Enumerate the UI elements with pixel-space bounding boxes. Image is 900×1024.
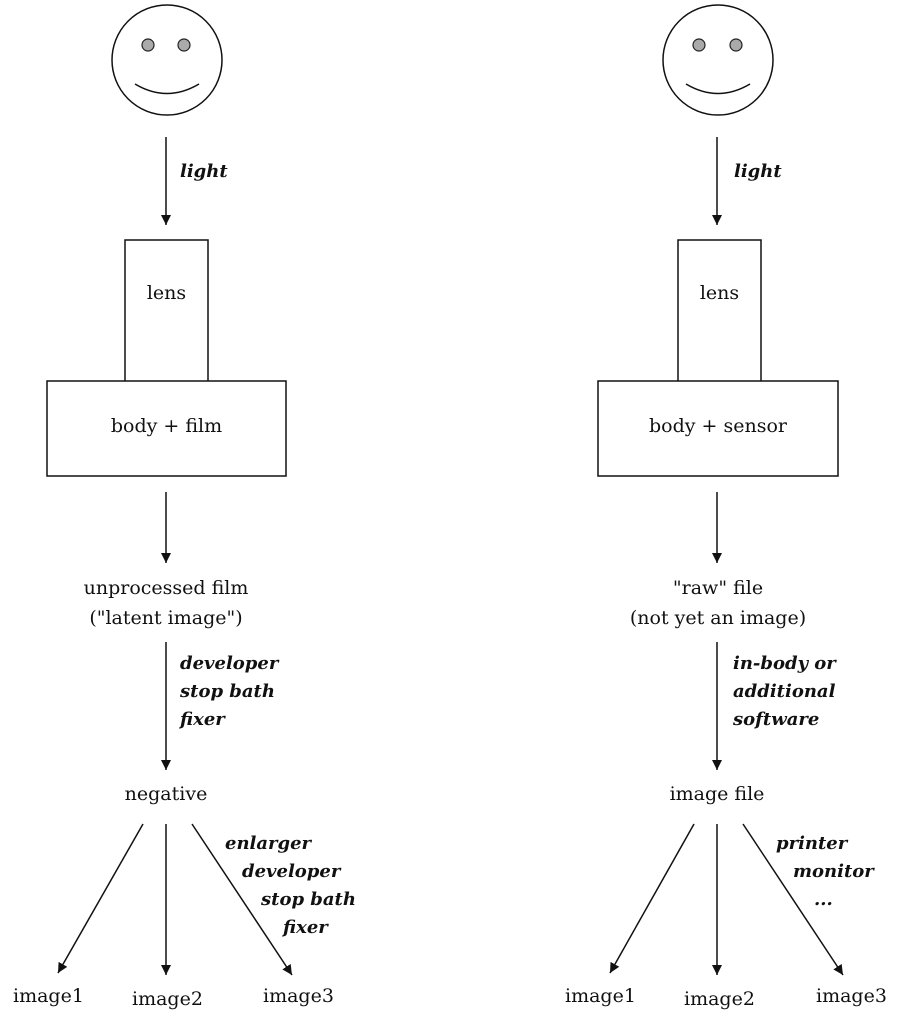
digital-image3-label: image3 xyxy=(816,985,887,1007)
digital-process-steps: in-body or additional software xyxy=(733,650,836,734)
film-process-step-1: developer xyxy=(180,653,279,674)
film-print-step-4: fixer xyxy=(283,917,328,938)
film-light-label: light xyxy=(180,161,228,182)
digital-process-step-2: additional xyxy=(733,681,836,702)
digital-lens-label: lens xyxy=(699,282,740,304)
film-process-step-2: stop bath xyxy=(180,681,275,702)
digital-body-label: body + sensor xyxy=(648,415,787,437)
film-print-step-2: developer xyxy=(242,861,341,882)
film-image3-label: image3 xyxy=(263,985,334,1007)
digital-image3-arrow xyxy=(742,823,844,976)
digital-print-step-2: monitor xyxy=(793,861,874,882)
digital-intermediate-line-1: "raw" file xyxy=(672,577,764,599)
digital-output-label: image file xyxy=(669,783,765,805)
digital-image1-arrow xyxy=(609,823,695,974)
film-output-label: negative xyxy=(124,783,208,805)
film-lens-box xyxy=(124,239,209,383)
digital-body-box xyxy=(597,380,839,477)
film-body-label: body + film xyxy=(110,415,223,437)
film-intermediate-label: unprocessed film ("latent image") xyxy=(36,573,296,633)
film-image2-label: image2 xyxy=(132,988,203,1010)
digital-process-step-3: software xyxy=(733,709,820,730)
film-intermediate-line-2: ("latent image") xyxy=(89,607,243,629)
digital-image2-label: image2 xyxy=(684,988,755,1010)
digital-print-step-3: ... xyxy=(814,889,833,910)
film-print-step-1: enlarger xyxy=(225,833,312,854)
film-image1-arrow xyxy=(57,823,144,974)
digital-light-label: light xyxy=(734,161,782,182)
film-print-step-3: stop bath xyxy=(261,889,356,910)
film-print-steps: enlarger developer stop bath fixer xyxy=(225,830,356,942)
digital-intermediate-label: "raw" file (not yet an image) xyxy=(588,573,848,633)
digital-print-step-1: printer xyxy=(776,833,848,854)
digital-intermediate-line-2: (not yet an image) xyxy=(629,607,807,629)
film-smiley-face xyxy=(111,4,223,116)
film-process-step-3: fixer xyxy=(180,709,225,730)
digital-process-step-1: in-body or xyxy=(733,653,836,674)
digital-smiley-face xyxy=(662,4,774,116)
film-intermediate-line-1: unprocessed film xyxy=(83,577,249,599)
digital-image1-label: image1 xyxy=(565,985,636,1007)
film-body-box xyxy=(46,380,287,477)
film-lens-label: lens xyxy=(146,282,187,304)
film-image1-label: image1 xyxy=(13,985,84,1007)
digital-lens-box xyxy=(677,239,762,383)
film-image3-arrow xyxy=(191,823,293,976)
digital-print-steps: printer monitor ... xyxy=(776,830,874,914)
film-process-steps: developer stop bath fixer xyxy=(180,650,278,734)
